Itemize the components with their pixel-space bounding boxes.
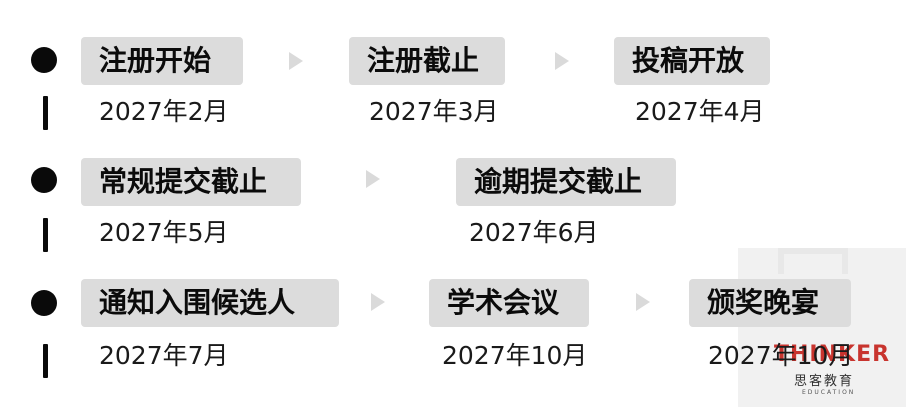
- arrow-right-icon: [366, 170, 380, 188]
- watermark-logo: THINKER: [774, 342, 891, 367]
- watermark: THINKER 思客教育 EDUCATION: [738, 248, 906, 407]
- row-1-marker-tick: [43, 96, 48, 130]
- watermark-tagline: EDUCATION: [802, 389, 856, 396]
- step-registration-open: 注册开始: [81, 37, 243, 85]
- step-submission-open: 投稿开放: [614, 37, 770, 85]
- step-regular-deadline: 常规提交截止: [81, 158, 301, 206]
- step-notify-finalists-date: 2027年7月: [99, 341, 229, 370]
- watermark-background: [738, 248, 906, 407]
- step-registration-close-date: 2027年3月: [369, 97, 499, 126]
- row-2-marker-tick: [43, 218, 48, 252]
- arrow-right-icon: [289, 52, 303, 70]
- step-late-deadline: 逾期提交截止: [456, 158, 676, 206]
- step-awards-dinner-date: 2027年10月: [708, 341, 854, 370]
- arrow-right-icon: [555, 52, 569, 70]
- arrow-right-icon: [636, 293, 650, 311]
- step-late-deadline-date: 2027年6月: [469, 218, 599, 247]
- step-notify-finalists: 通知入围候选人: [81, 279, 339, 327]
- row-1-marker-dot: [31, 47, 57, 73]
- row-3-marker-dot: [31, 290, 57, 316]
- step-submission-open-date: 2027年4月: [635, 97, 765, 126]
- step-regular-deadline-date: 2027年5月: [99, 218, 229, 247]
- step-registration-open-date: 2027年2月: [99, 97, 229, 126]
- briefcase-icon: [778, 248, 848, 274]
- step-academic-conference-date: 2027年10月: [442, 341, 588, 370]
- row-3-marker-tick: [43, 344, 48, 378]
- step-academic-conference: 学术会议: [429, 279, 589, 327]
- arrow-right-icon: [371, 293, 385, 311]
- watermark-subtitle: 思客教育: [794, 374, 855, 389]
- step-awards-dinner: 颁奖晚宴: [689, 279, 851, 327]
- row-2-marker-dot: [31, 167, 57, 193]
- step-registration-close: 注册截止: [349, 37, 505, 85]
